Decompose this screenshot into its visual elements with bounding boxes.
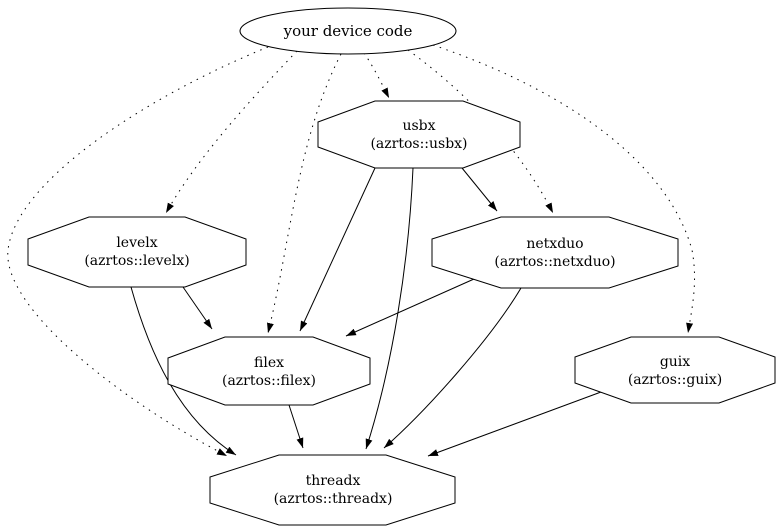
threadx-label: threadx — [306, 473, 361, 489]
edge-filex-to-threadx — [288, 404, 304, 449]
filex-sublabel: (azrtos::filex) — [222, 373, 316, 389]
guix-label: guix — [660, 354, 690, 370]
node-netxduo: netxduo (azrtos::netxduo) — [431, 216, 679, 289]
levelx-octagon — [27, 216, 247, 288]
threadx-octagon — [209, 454, 456, 526]
edge-usbx-to-filex — [299, 167, 376, 332]
edge-usbx-to-threadx — [365, 167, 414, 450]
guix-sublabel: (azrtos::guix) — [628, 372, 722, 388]
filex-label: filex — [254, 355, 284, 371]
filex-octagon — [167, 336, 371, 406]
netxduo-sublabel: (azrtos::netxduo) — [494, 254, 615, 270]
device-code-label: your device code — [283, 22, 413, 40]
edge-netxduo-to-filex — [345, 278, 475, 337]
edge-levelx-to-filex — [182, 286, 213, 330]
edge-device-code-to-usbx — [363, 52, 390, 99]
node-device-code: your device code — [239, 7, 457, 55]
edge-netxduo-to-threadx — [383, 287, 522, 449]
edge-device-code-to-filex — [267, 53, 342, 334]
node-filex: filex (azrtos::filex) — [167, 336, 371, 406]
node-levelx: levelx (azrtos::levelx) — [27, 216, 247, 288]
threadx-sublabel: (azrtos::threadx) — [274, 491, 393, 507]
netxduo-octagon — [431, 216, 679, 289]
levelx-sublabel: (azrtos::levelx) — [84, 253, 189, 269]
device-code-ellipse — [239, 7, 457, 55]
netxduo-label: netxduo — [526, 236, 583, 252]
guix-octagon — [574, 336, 776, 404]
node-guix: guix (azrtos::guix) — [574, 336, 776, 404]
edge-usbx-to-netxduo — [461, 167, 498, 212]
usbx-sublabel: (azrtos::usbx) — [370, 136, 467, 152]
node-threadx: threadx (azrtos::threadx) — [209, 454, 456, 526]
edge-guix-to-threadx — [427, 391, 602, 457]
edge-device-code-to-guix — [432, 44, 696, 334]
edge-device-code-to-levelx — [165, 50, 298, 214]
usbx-label: usbx — [402, 118, 435, 134]
levelx-label: levelx — [116, 235, 157, 251]
node-usbx: usbx (azrtos::usbx) — [317, 100, 521, 169]
edge-device-code-to-threadx — [7, 46, 269, 457]
usbx-octagon — [317, 100, 521, 169]
